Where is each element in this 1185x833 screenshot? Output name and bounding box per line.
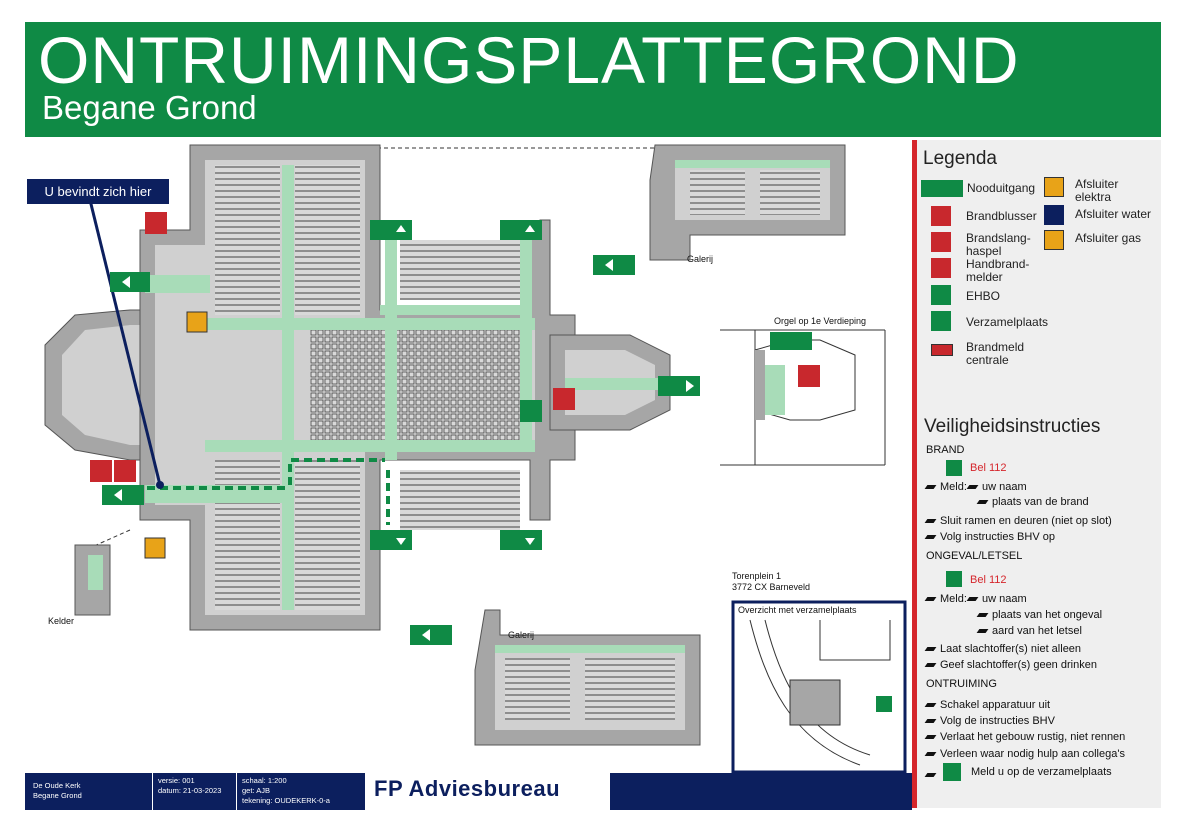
accident-line-1: Laat slachtoffer(s) niet alleen bbox=[940, 643, 1082, 655]
accident-report: Meld: bbox=[940, 593, 967, 605]
accident-heading: ONGEVAL/LETSEL bbox=[926, 550, 1023, 562]
cellar bbox=[74, 544, 111, 616]
fire-report: Meld: bbox=[940, 481, 967, 493]
emergency-exit-icon bbox=[921, 180, 963, 197]
legend-title: Legenda bbox=[923, 148, 997, 169]
legend-gas-label: Afsluiter gas bbox=[1075, 231, 1142, 245]
page-title: ONTRUIMINGSPLATTEGROND bbox=[38, 23, 1020, 97]
footer-version-block bbox=[153, 773, 236, 810]
footer-scale: 1:200 bbox=[267, 776, 287, 785]
legend-electricity-label: Afsluiter elektra bbox=[1075, 177, 1119, 204]
legend-alarm-panel-label: Brandmeld centrale bbox=[966, 340, 1025, 367]
south-annex bbox=[474, 609, 701, 746]
footer-right-bar bbox=[610, 773, 912, 810]
footer-version-label: versie: bbox=[158, 776, 181, 785]
electricity-shutoff-icon bbox=[1044, 177, 1064, 197]
legend-extinguisher-label: Brandblusser bbox=[966, 209, 1037, 223]
footer-building-block bbox=[25, 773, 152, 810]
fire-line-2: Volg instructies BHV op bbox=[940, 531, 1055, 543]
accident-line-2: Geef slachtoffer(s) geen drinken bbox=[940, 659, 1097, 671]
legend-assembly-label: Verzamelplaats bbox=[966, 315, 1049, 329]
overview-title: Overzicht met verzamelplaats bbox=[738, 605, 857, 615]
legend-hose-label: Brandslang- haspel bbox=[966, 231, 1031, 258]
gas-shutoff-icon bbox=[1044, 230, 1064, 250]
assembly-point-icon bbox=[931, 311, 951, 331]
you-are-here-pointer bbox=[88, 199, 162, 486]
evacuation-line-5: Meld u op de verzamelplaats bbox=[971, 766, 1112, 778]
organ-detail bbox=[720, 329, 886, 466]
footer-version: 001 bbox=[182, 776, 195, 785]
phone-icon bbox=[946, 571, 962, 587]
accident-report-nature: aard van het letsel bbox=[992, 625, 1082, 637]
legend-first-aid-label: EHBO bbox=[966, 289, 1001, 303]
organ-label: Orgel op 1e Verdieping bbox=[774, 316, 867, 326]
company-logo: FP Adviesbureau bbox=[374, 776, 561, 801]
evacuation-line-4: Verleen waar nodig hulp aan collega's bbox=[940, 748, 1125, 760]
footer-drawing-block bbox=[237, 773, 365, 810]
legend-accent-bar bbox=[912, 140, 917, 808]
gas-shutoff-icon bbox=[144, 537, 166, 559]
legend-call-point-label: Handbrand- melder bbox=[966, 257, 1030, 284]
fire-alarm-panel-icon bbox=[931, 344, 953, 356]
assembly-point-icon bbox=[943, 763, 961, 781]
accident-report-name: uw naam bbox=[982, 593, 1027, 605]
you-are-here-label: U bevindt zich hier bbox=[27, 179, 169, 204]
footer-date-label: datum: bbox=[158, 786, 181, 795]
legend-exit-label: Nooduitgang bbox=[967, 181, 1036, 195]
floor-subtitle: Begane Grond bbox=[42, 89, 257, 126]
evacuation-line-1: Schakel apparatuur uit bbox=[940, 699, 1051, 711]
galerij-bottom-label: Galerij bbox=[508, 630, 535, 640]
footer-drawn: AJB bbox=[256, 786, 270, 795]
fire-extinguisher-icon bbox=[931, 206, 951, 226]
floor-plan bbox=[44, 144, 907, 774]
fire-report-place: plaats van de brand bbox=[992, 496, 1089, 508]
fire-heading: BRAND bbox=[926, 444, 965, 456]
north-annex bbox=[649, 144, 846, 261]
footer-drawn-label: get: bbox=[242, 786, 255, 795]
first-aid-icon bbox=[931, 285, 951, 305]
galerij-top-label: Galerij bbox=[687, 254, 714, 264]
address-line-1: Torenplein 1 bbox=[732, 571, 782, 581]
phone-icon bbox=[946, 460, 962, 476]
accident-report-place: plaats van het ongeval bbox=[992, 609, 1103, 621]
site-overview-map bbox=[731, 600, 907, 774]
water-shutoff-icon bbox=[1044, 205, 1064, 225]
footer-floor: Begane Grond bbox=[33, 791, 82, 800]
fire-report-name: uw naam bbox=[982, 481, 1027, 493]
footer-drawing: OUDEKERK-0-a bbox=[274, 796, 330, 805]
fire-line-1: Sluit ramen en deuren (niet op slot) bbox=[940, 515, 1112, 527]
exit-signs bbox=[102, 220, 812, 645]
footer-scale-label: schaal: bbox=[242, 776, 266, 785]
church-nave bbox=[139, 144, 576, 631]
fire-hose-reel-icon bbox=[931, 232, 951, 252]
evacuation-line-3: Verlaat het gebouw rustig, niet rennen bbox=[940, 731, 1126, 743]
footer-date: 21-03-2023 bbox=[183, 786, 222, 795]
address-line-2: 3772 CX Barneveld bbox=[732, 582, 811, 592]
evacuation-line-2: Volg de instructies BHV bbox=[940, 715, 1055, 727]
fire-call: Bel 112 bbox=[970, 462, 1007, 474]
accident-call: Bel 112 bbox=[970, 574, 1007, 586]
kelder-label: Kelder bbox=[48, 616, 75, 626]
title-banner bbox=[25, 22, 1161, 137]
manual-call-point-icon bbox=[931, 258, 951, 278]
electricity-shutoff-icon bbox=[186, 311, 208, 333]
exit-arrow-glyphs bbox=[114, 225, 694, 641]
dashed-guide-lines bbox=[84, 147, 655, 551]
footer-drawing-label: tekening: bbox=[242, 796, 273, 805]
evacuation-heading: ONTRUIMING bbox=[926, 678, 997, 690]
footer-building: De Oude Kerk bbox=[33, 781, 81, 790]
fire-equipment bbox=[90, 212, 820, 482]
instructions-title: Veiligheidsinstructies bbox=[924, 416, 1101, 437]
legend-water-label: Afsluiter water bbox=[1075, 207, 1152, 221]
